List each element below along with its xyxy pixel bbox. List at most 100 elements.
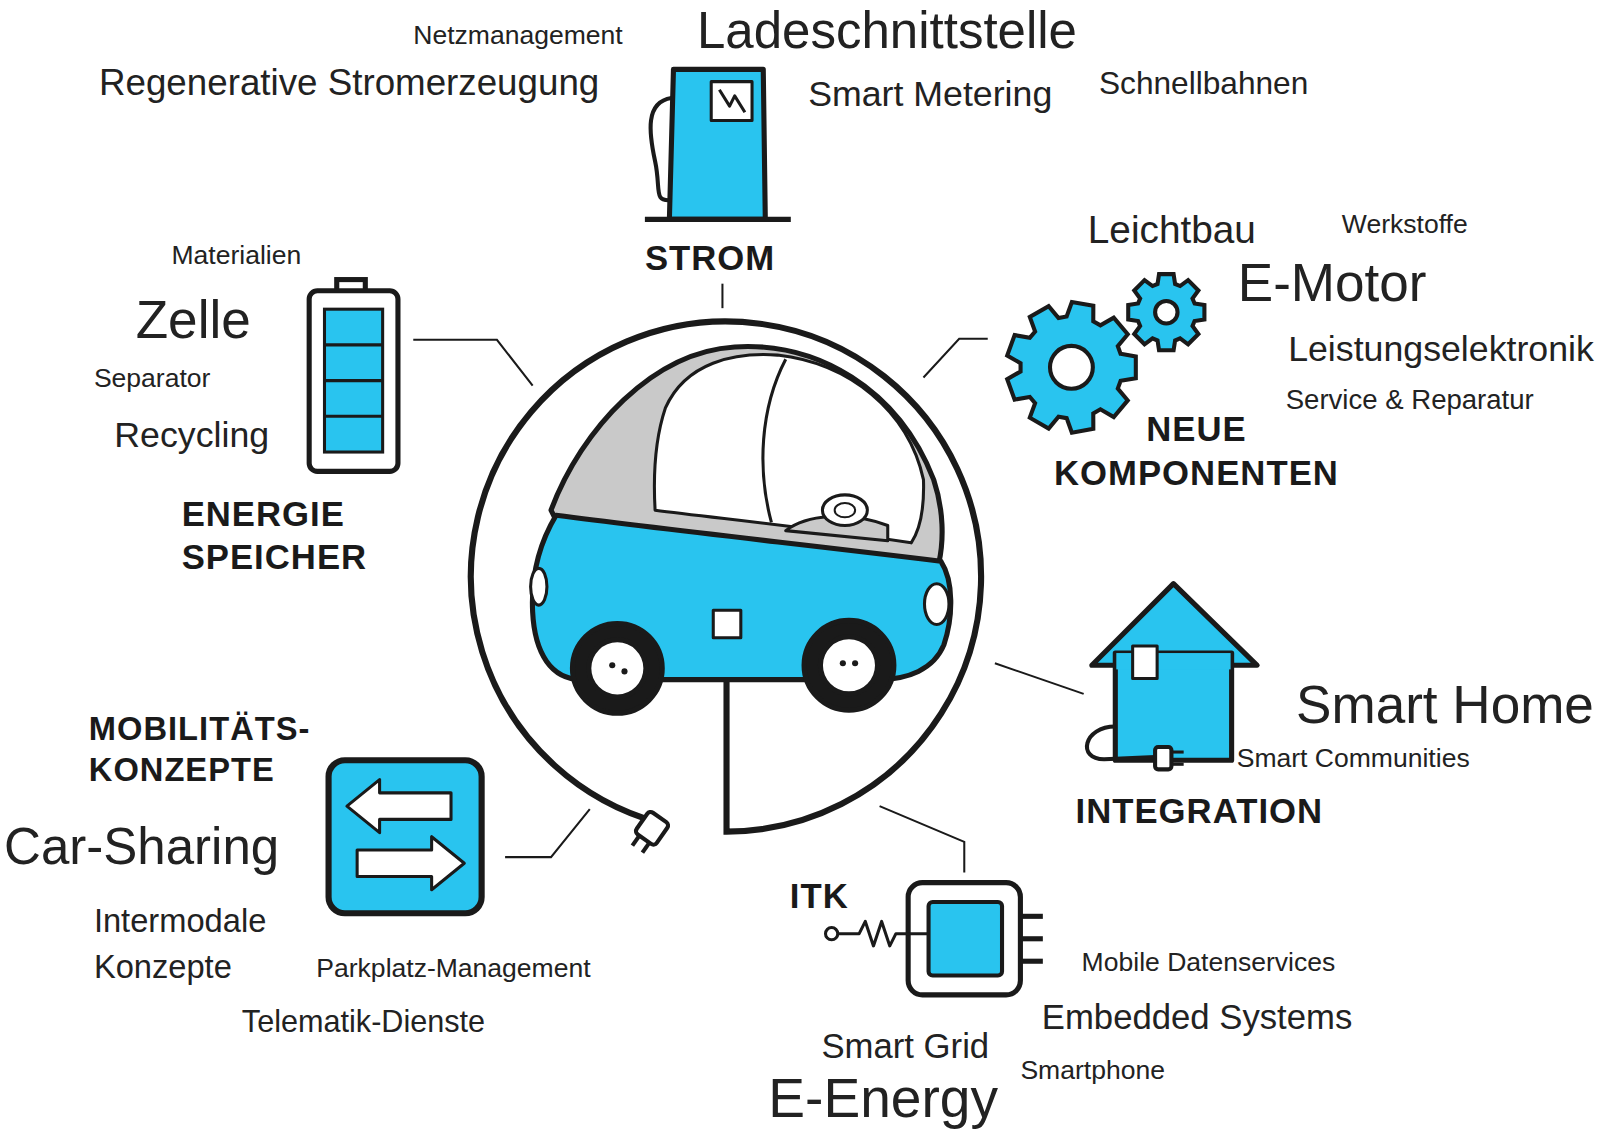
battery-icon: [324, 343, 382, 346]
battery-icon: [324, 415, 382, 418]
topic-keyword: Embedded Systems: [1042, 997, 1352, 1037]
electric-car: [924, 584, 948, 625]
charging-station: [645, 217, 791, 222]
topic-keyword: Smart Metering: [808, 73, 1052, 114]
category-title: MOBILITÄTS-KONZEPTE: [89, 708, 360, 790]
electric-car: [822, 495, 867, 526]
cable-circle: [642, 843, 649, 853]
electric-car: [531, 347, 951, 714]
topic-keyword: Leistungselektronik: [1288, 329, 1594, 370]
mobility-icon: [329, 760, 482, 913]
gear-icon: [1007, 274, 1204, 432]
leader-line: [413, 284, 1083, 873]
leader-line: [505, 809, 590, 857]
electric-car: [713, 610, 741, 638]
leader-line: [995, 663, 1084, 694]
house-icon: [1171, 763, 1183, 766]
cable-circle: [627, 810, 669, 856]
electric-car: [763, 359, 786, 522]
electric-car: [621, 668, 627, 674]
battery-icon: [309, 291, 398, 472]
topic-keyword: Telematik-Dienste: [242, 1004, 485, 1039]
electric-car: [531, 568, 547, 605]
leader-line: [413, 340, 532, 386]
cable-circle: [634, 810, 669, 846]
chip-icon: [1020, 914, 1042, 919]
chip-icon: [1020, 959, 1042, 964]
topic-keyword: Regenerative Stromerzeugung: [99, 61, 599, 103]
battery-icon: [324, 309, 382, 452]
chip-icon: [826, 928, 838, 940]
category-heading: MOBILITÄTS-KONZEPTE: [87, 706, 363, 792]
topic-keyword: Ladeschnittstelle: [697, 2, 1077, 61]
category-title: STROM: [645, 237, 804, 280]
house-icon: [1133, 646, 1157, 679]
house-icon: [1155, 747, 1171, 769]
topic-keyword: Smartphone: [1020, 1055, 1165, 1086]
cable-circle: [471, 321, 981, 856]
category-heading: NEUE KOMPONENTEN: [1026, 405, 1368, 496]
topic-keyword: Zelle: [136, 290, 251, 351]
topic-keyword: Service & Reparatur: [1286, 385, 1534, 417]
electric-car: [609, 662, 615, 668]
electric-car: [820, 637, 877, 694]
charging-station: [651, 98, 672, 200]
topic-keyword: Materialien: [171, 241, 301, 272]
topic-keyword: Car-Sharing: [4, 818, 279, 877]
topic-keyword: Smart Communities: [1237, 744, 1470, 775]
cable-circle: [632, 836, 639, 846]
topic-keyword: Netzmanagement: [413, 20, 622, 51]
topic-keyword: Smart Grid: [821, 1027, 989, 1067]
electric-car: [589, 640, 646, 697]
charging-station: [711, 82, 752, 121]
house-icon: [1171, 751, 1183, 754]
topic-keyword: Separator: [94, 363, 211, 394]
electric-car: [840, 660, 846, 666]
gear-icon: [1128, 274, 1204, 350]
topic-keyword: E-Motor: [1238, 253, 1427, 314]
category-title: ITK: [790, 874, 868, 917]
electric-car: [852, 660, 858, 666]
category-heading: ENERGIE SPEICHER: [180, 490, 399, 581]
topic-keyword: Parkplatz-Management: [316, 953, 590, 984]
chip-icon: [908, 883, 1020, 995]
topic-keyword: Werkstoffe: [1342, 209, 1468, 240]
gear-icon: [1155, 301, 1177, 323]
topic-keyword: Recycling: [114, 414, 269, 455]
electric-car: [804, 620, 894, 710]
chip-icon: [838, 921, 929, 945]
topic-keyword: Mobile Datenservices: [1082, 948, 1336, 979]
house-icon: [1087, 727, 1155, 760]
mobility-icon: [329, 760, 482, 913]
charging-station: [719, 90, 745, 112]
leader-line: [923, 339, 987, 378]
battery-icon: [324, 379, 382, 382]
category-heading: STROM: [643, 235, 806, 282]
chip-icon: [1020, 936, 1042, 941]
category-heading: INTEGRATION: [1073, 788, 1369, 835]
electric-car: [835, 503, 855, 517]
chip-icon: [826, 883, 1043, 995]
mobility-icon: [347, 780, 451, 833]
gear-icon: [1050, 346, 1093, 389]
topic-keyword: Leichtbau: [1088, 208, 1256, 253]
charging-station: [669, 69, 765, 219]
leader-line: [721, 284, 723, 308]
leader-line: [880, 806, 965, 872]
chip-icon: [929, 902, 1002, 975]
gear-icon: [1007, 302, 1136, 433]
category-title: NEUE KOMPONENTEN: [1028, 407, 1366, 494]
topic-keyword: Schnellbahnen: [1099, 65, 1308, 101]
charging-station: [645, 69, 791, 219]
house-icon: [1087, 584, 1257, 770]
electric-car: [572, 623, 662, 713]
topic-keyword: Intermodale Konzepte: [94, 898, 313, 989]
topic-keyword: E-Energy: [768, 1066, 998, 1129]
category-title: ENERGIE SPEICHER: [182, 492, 397, 579]
mobility-icon: [357, 837, 464, 890]
topic-keyword: Smart Home: [1296, 676, 1594, 737]
electric-car: [654, 355, 923, 543]
battery-icon: [309, 280, 398, 472]
category-heading: ITK: [788, 872, 870, 919]
